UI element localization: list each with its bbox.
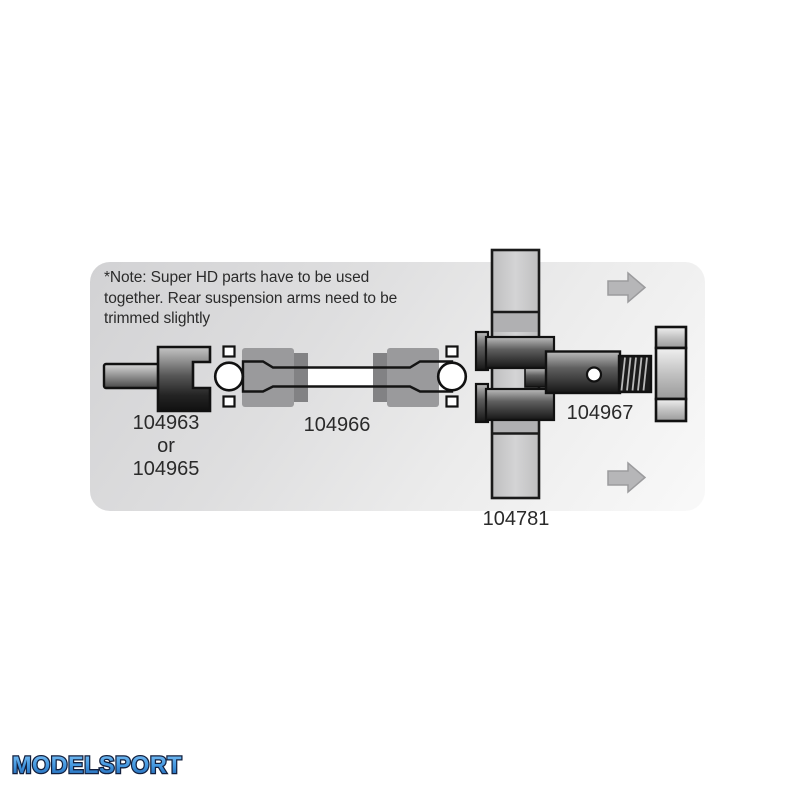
label-coupler: 104963 or 104965 [106,412,226,481]
driveshaft-shape [213,345,468,408]
wheel-hub-shape [654,325,688,423]
axle-clamp-finger-bottom [484,387,556,422]
label-coupler-alternate: 104965 [132,458,200,480]
label-coupler-primary: 104963 [132,412,200,434]
thread-line [642,357,648,391]
coupler-body [156,345,212,413]
cvd-coupling-right [387,348,439,407]
cvd-coupling-left-collar [294,353,308,402]
wheel-hub-bottom [654,397,688,423]
axle-pin-hole [585,366,603,383]
modelsport-logo-text: MODELSPORT [12,752,182,779]
note-text: *Note: Super HD parts have to be used to… [104,268,454,330]
thread-line [637,357,643,391]
cvd-coupling-left [242,348,294,407]
wheel-hub-top [654,325,688,350]
note-line-2: together. Rear suspension arms need to b… [104,289,398,307]
note-line-3: trimmed slightly [104,310,211,327]
drive-ball-left [213,361,245,392]
suspension-arm-shade-top [493,313,538,332]
arrow-right-icon-top [607,271,647,304]
label-coupler-or: or [157,435,175,457]
axle-cylinder [544,350,622,395]
ball-pin-right-bottom [445,395,459,408]
label-driveshaft: 104966 [303,414,371,436]
cvd-coupling-right-collar [373,353,387,402]
drive-ball-right [436,361,468,392]
coupler-shape [102,345,212,413]
suspension-arm-shape [490,248,541,500]
thread-line [626,357,632,391]
axle-thread-section [617,354,653,394]
note-line-1: *Note: Super HD parts have to be used [104,269,370,286]
arrow-right-icon-bottom [607,461,647,494]
label-axle: 104967 [566,402,634,424]
axle-shape [474,330,653,424]
thread-line [620,357,626,391]
thread-line [631,357,637,391]
wheel-hub-middle [654,346,688,401]
axle-clamp-finger-top [484,335,556,370]
ball-pin-left-top [222,345,236,358]
label-suspension-arm: 104781 [482,508,550,530]
modelsport-logo: MODELSPORT [11,751,183,781]
ball-pin-left-bottom [222,395,236,408]
ball-pin-right-top [445,345,459,358]
axle-thread-outline [617,354,653,394]
coupler-shaft [102,362,162,390]
